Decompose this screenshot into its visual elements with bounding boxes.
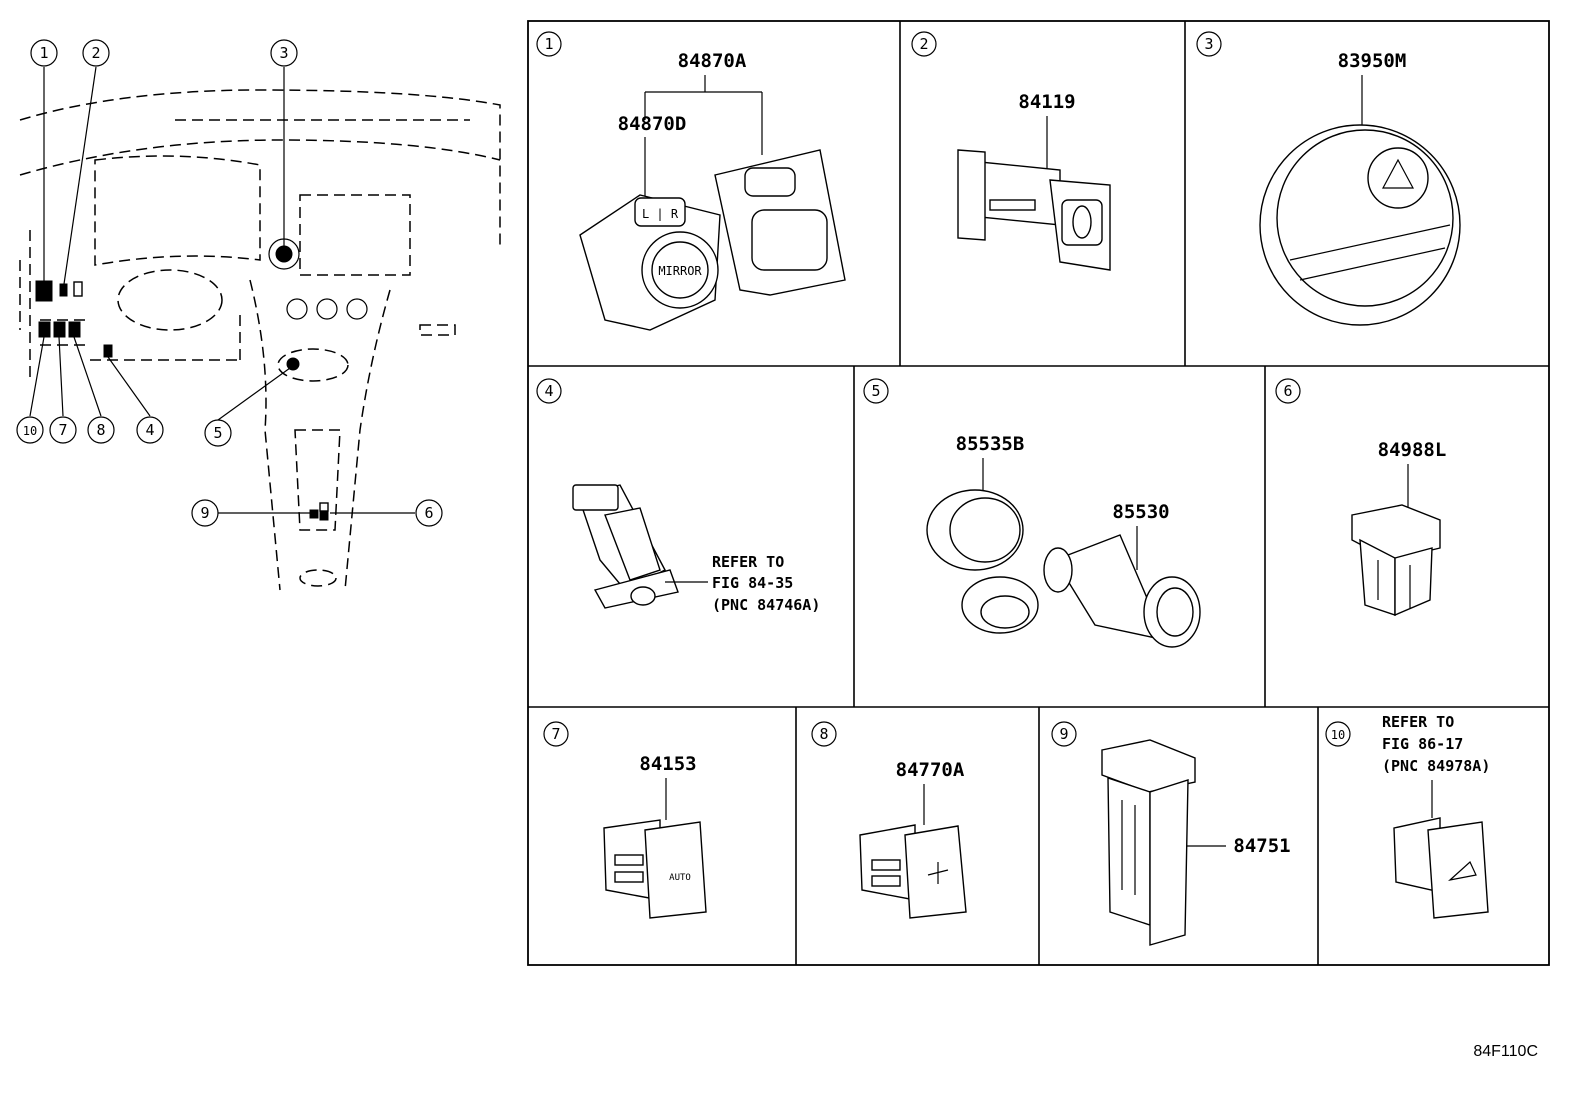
panel-3-label: 3 xyxy=(1204,35,1213,53)
callout-1: 1 xyxy=(39,44,48,62)
panel-10-refer-line-2: FIG 86-17 xyxy=(1382,735,1463,753)
panel-2: 2 84119 xyxy=(911,31,1111,271)
panel-4-refer-line-1: REFER TO xyxy=(712,553,784,571)
panel-9: 9 84751 xyxy=(1051,721,1291,946)
panel-5-part-85535B: 85535B xyxy=(956,433,1025,455)
panel-1-switch-text: L | R xyxy=(642,207,679,221)
panel-10-label: 10 xyxy=(1331,728,1345,742)
panel-6: 6 84988L xyxy=(1275,378,1447,617)
callout-8: 8 xyxy=(96,421,105,439)
panel-8-part-84770A: 84770A xyxy=(896,759,965,781)
panel-4-label: 4 xyxy=(544,382,553,400)
callout-2: 2 xyxy=(91,44,100,62)
dashboard-overview xyxy=(19,66,501,591)
figure-code: 84F110C xyxy=(1473,1043,1538,1060)
panel-7-icon-text: AUTO xyxy=(669,873,691,883)
callout-7: 7 xyxy=(58,421,67,439)
panel-7: 7 84153 AUTO xyxy=(543,721,707,919)
callout-5: 5 xyxy=(213,424,222,442)
panel-2-label: 2 xyxy=(919,35,928,53)
panel-1-icon-text: MIRROR xyxy=(658,264,702,278)
panel-10: 10 REFER TO FIG 86-17 (PNC 84978A) xyxy=(1325,713,1490,919)
panel-5-part-85530: 85530 xyxy=(1112,501,1169,523)
panel-8-label: 8 xyxy=(819,725,828,743)
panel-10-refer-line-1: REFER TO xyxy=(1382,713,1454,731)
callout-9: 9 xyxy=(200,504,209,522)
panel-8: 8 84770A xyxy=(811,721,967,919)
panel-1-part-84870A: 84870A xyxy=(678,50,747,72)
panel-9-part-84751: 84751 xyxy=(1233,835,1290,857)
panel-2-part-84119: 84119 xyxy=(1018,91,1075,113)
panel-grid xyxy=(527,20,1550,966)
panel-5-label: 5 xyxy=(871,382,880,400)
callout-4: 4 xyxy=(145,421,154,439)
panel-5: 5 85535B 85530 xyxy=(863,378,1201,648)
panel-7-label: 7 xyxy=(551,725,560,743)
panel-3: 3 83950M xyxy=(1196,31,1461,326)
panel-10-refer-line-3: (PNC 84978A) xyxy=(1382,757,1490,775)
panel-4-refer-line-2: FIG 84-35 xyxy=(712,574,793,592)
panel-7-part-84153: 84153 xyxy=(639,753,696,775)
callout-3: 3 xyxy=(279,44,288,62)
callout-6: 6 xyxy=(424,504,433,522)
panel-3-part-83950M: 83950M xyxy=(1338,50,1407,72)
panel-4: 4 REFER TO FIG 84-35 (PNC 84746A) xyxy=(536,378,820,614)
panel-1-part-84870D: 84870D xyxy=(618,113,687,135)
callout-10: 10 xyxy=(23,424,37,438)
panel-9-label: 9 xyxy=(1059,725,1068,743)
panel-4-refer-line-3: (PNC 84746A) xyxy=(712,596,820,614)
panel-1: 1 84870A 84870D L | R MIRROR xyxy=(536,31,846,331)
overview-callouts: 1 2 3 4 5 6 7 8 9 10 xyxy=(16,39,443,527)
panel-6-label: 6 xyxy=(1283,382,1292,400)
panel-6-part-84988L: 84988L xyxy=(1378,439,1447,461)
panel-1-label: 1 xyxy=(544,35,553,53)
